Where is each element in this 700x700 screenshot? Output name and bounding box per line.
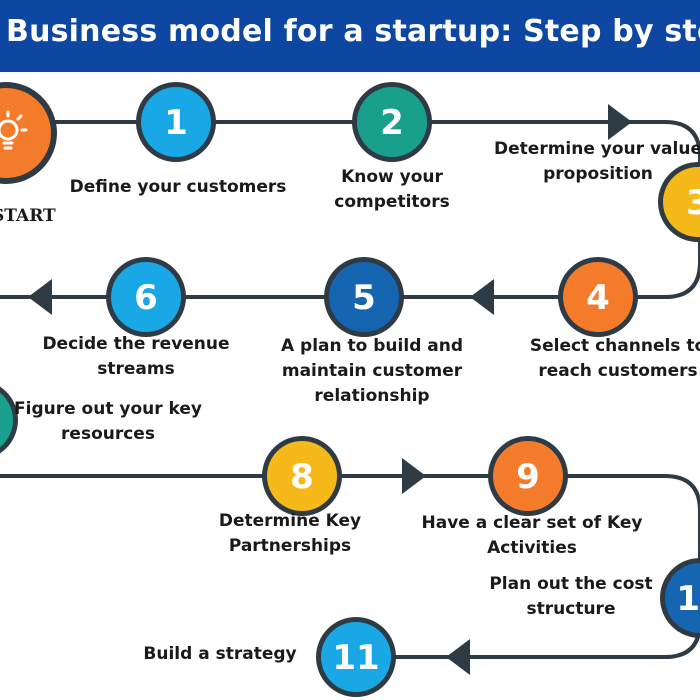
step-number: 10 xyxy=(676,579,700,619)
step-number: 6 xyxy=(134,278,158,318)
step-number: 2 xyxy=(380,103,404,143)
lightbulb-icon xyxy=(0,110,28,150)
step-circle xyxy=(267,441,337,511)
step-node-2: 2 xyxy=(352,82,432,162)
step-number: 5 xyxy=(352,278,376,318)
step-node-4: 4 xyxy=(558,257,638,337)
arrow-right-icon xyxy=(608,104,632,140)
step-circle xyxy=(665,563,700,633)
step-number: 11 xyxy=(332,638,379,678)
title-banner: Business model for a startup: Step by st… xyxy=(0,0,700,72)
arrow-left-icon xyxy=(28,279,52,315)
arrow-left-icon xyxy=(446,639,470,675)
step-number: 9 xyxy=(516,457,540,497)
step-label-1: Define your customers xyxy=(69,177,287,197)
arrow-left-icon xyxy=(470,279,494,315)
start-node xyxy=(0,82,57,184)
step-node-7: 7 xyxy=(0,386,18,454)
step-node-8: 8 xyxy=(262,436,342,516)
step-node-9: 9 xyxy=(488,436,568,516)
step-number: 1 xyxy=(164,103,188,143)
step-circle xyxy=(663,167,700,237)
start-label: START xyxy=(0,206,56,226)
step-circle xyxy=(0,392,13,448)
arrow-right-icon xyxy=(402,458,426,494)
step-circle xyxy=(111,262,181,332)
step-circle xyxy=(357,87,427,157)
step-circle xyxy=(141,87,211,157)
step-node-3: 3 xyxy=(658,162,700,242)
step-number: 4 xyxy=(586,278,610,318)
step-circle xyxy=(493,441,563,511)
flow-path xyxy=(0,120,700,659)
step-circle xyxy=(321,622,391,692)
step-number: 3 xyxy=(686,183,700,223)
step-circle xyxy=(563,262,633,332)
step-number: 8 xyxy=(290,457,314,497)
step-node-5: 5 xyxy=(324,257,404,337)
page-title: Business model for a startup: Step by st… xyxy=(6,14,700,49)
step-node-11: 11 xyxy=(316,617,396,697)
step-node-10: 10 xyxy=(660,558,700,638)
step-circle xyxy=(329,262,399,332)
step-node-6: 6 xyxy=(106,257,186,337)
step-label-11: Build a strategy xyxy=(143,644,297,664)
step-node-1: 1 xyxy=(136,82,216,162)
